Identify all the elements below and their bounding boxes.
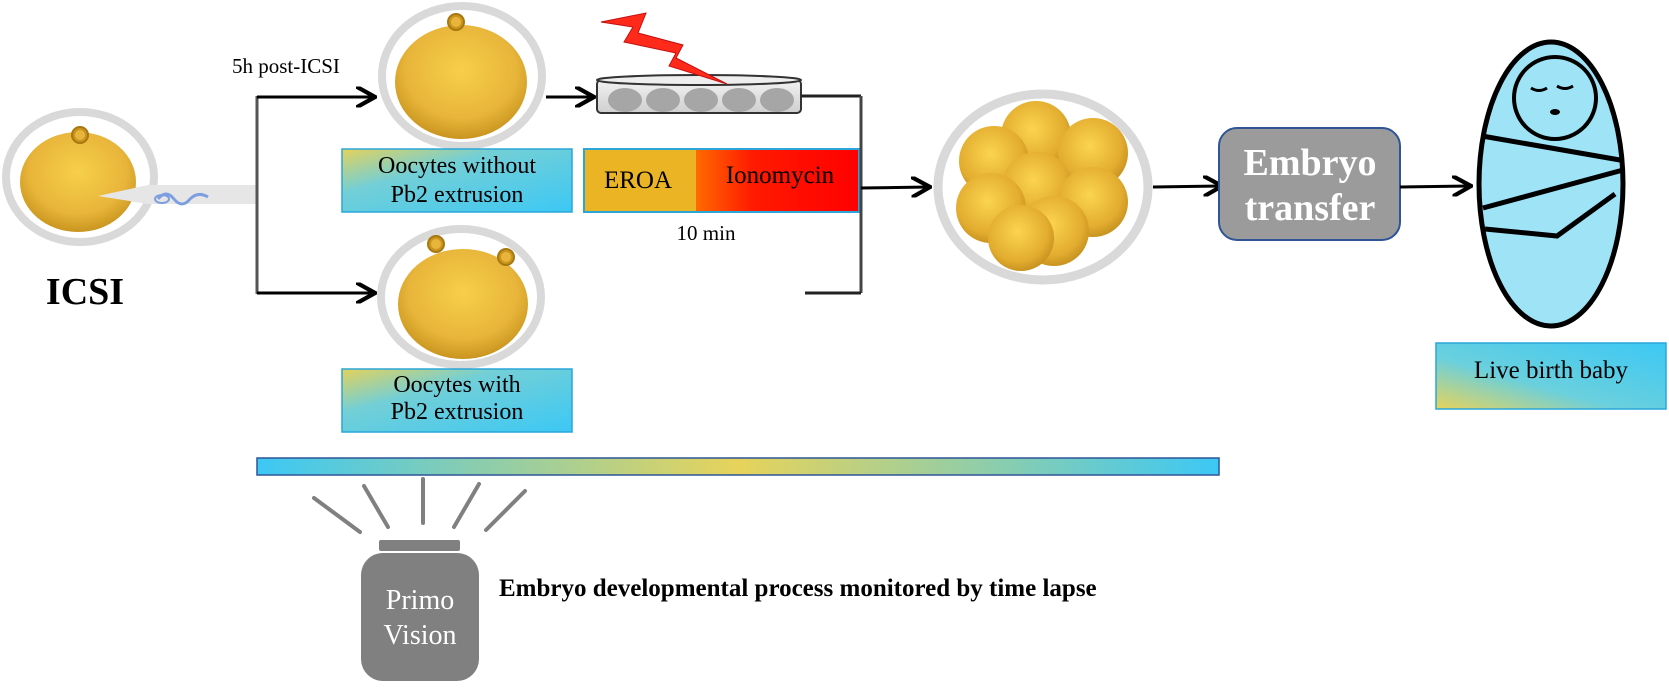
oocyte-with-pb2 [377, 225, 545, 369]
time-lapse-bar [256, 457, 1220, 476]
oocyte-without-pb2 [378, 2, 546, 150]
oocytes-with-line2: Pb2 extrusion [391, 399, 524, 425]
duration-label: 10 min [677, 221, 736, 245]
merge-bracket [801, 94, 928, 295]
oocytes-with-line1: Oocytes with [393, 372, 520, 398]
icsi-oocyte [2, 108, 158, 246]
oocytes-without-line2: Pb2 extrusion [391, 182, 524, 208]
arrow-to-transfer [1152, 186, 1220, 187]
embryo-transfer-box: Embryo transfer [1218, 127, 1401, 241]
embryo-cleavage [933, 89, 1153, 285]
primo-line1: Primo [386, 585, 454, 616]
primo-vision-camera-icon: Primo Vision [361, 540, 479, 681]
eroa-label: EROA [604, 167, 672, 194]
oocytes-with-box: Oocytes with Pb2 extrusion [341, 368, 573, 433]
branch-bracket [255, 96, 373, 294]
live-birth-box: Live birth baby [1435, 342, 1667, 410]
activation-bar: EROA Ionomycin [583, 148, 860, 213]
primo-line2: Vision [384, 620, 457, 651]
ionomycin-label: Ionomycin [726, 162, 835, 189]
camera-rays [312, 477, 527, 534]
icsi-needle [98, 185, 256, 206]
oocytes-without-box: Oocytes without Pb2 extrusion [341, 148, 573, 213]
post-icsi-label: 5h post-ICSI [232, 54, 340, 78]
baby-icon [1476, 39, 1626, 329]
embryo-transfer-line1: Embryo [1244, 142, 1377, 184]
monitoring-caption: Embryo developmental process monitored b… [499, 575, 1097, 602]
arrow-to-baby [1399, 186, 1469, 187]
embryo-transfer-line2: transfer [1245, 187, 1376, 229]
icsi-label: ICSI [46, 271, 124, 313]
lightning-bolt-icon [600, 12, 728, 85]
live-birth-label: Live birth baby [1474, 357, 1629, 384]
culture-dish [596, 74, 802, 114]
oocytes-without-line1: Oocytes without [378, 153, 536, 179]
